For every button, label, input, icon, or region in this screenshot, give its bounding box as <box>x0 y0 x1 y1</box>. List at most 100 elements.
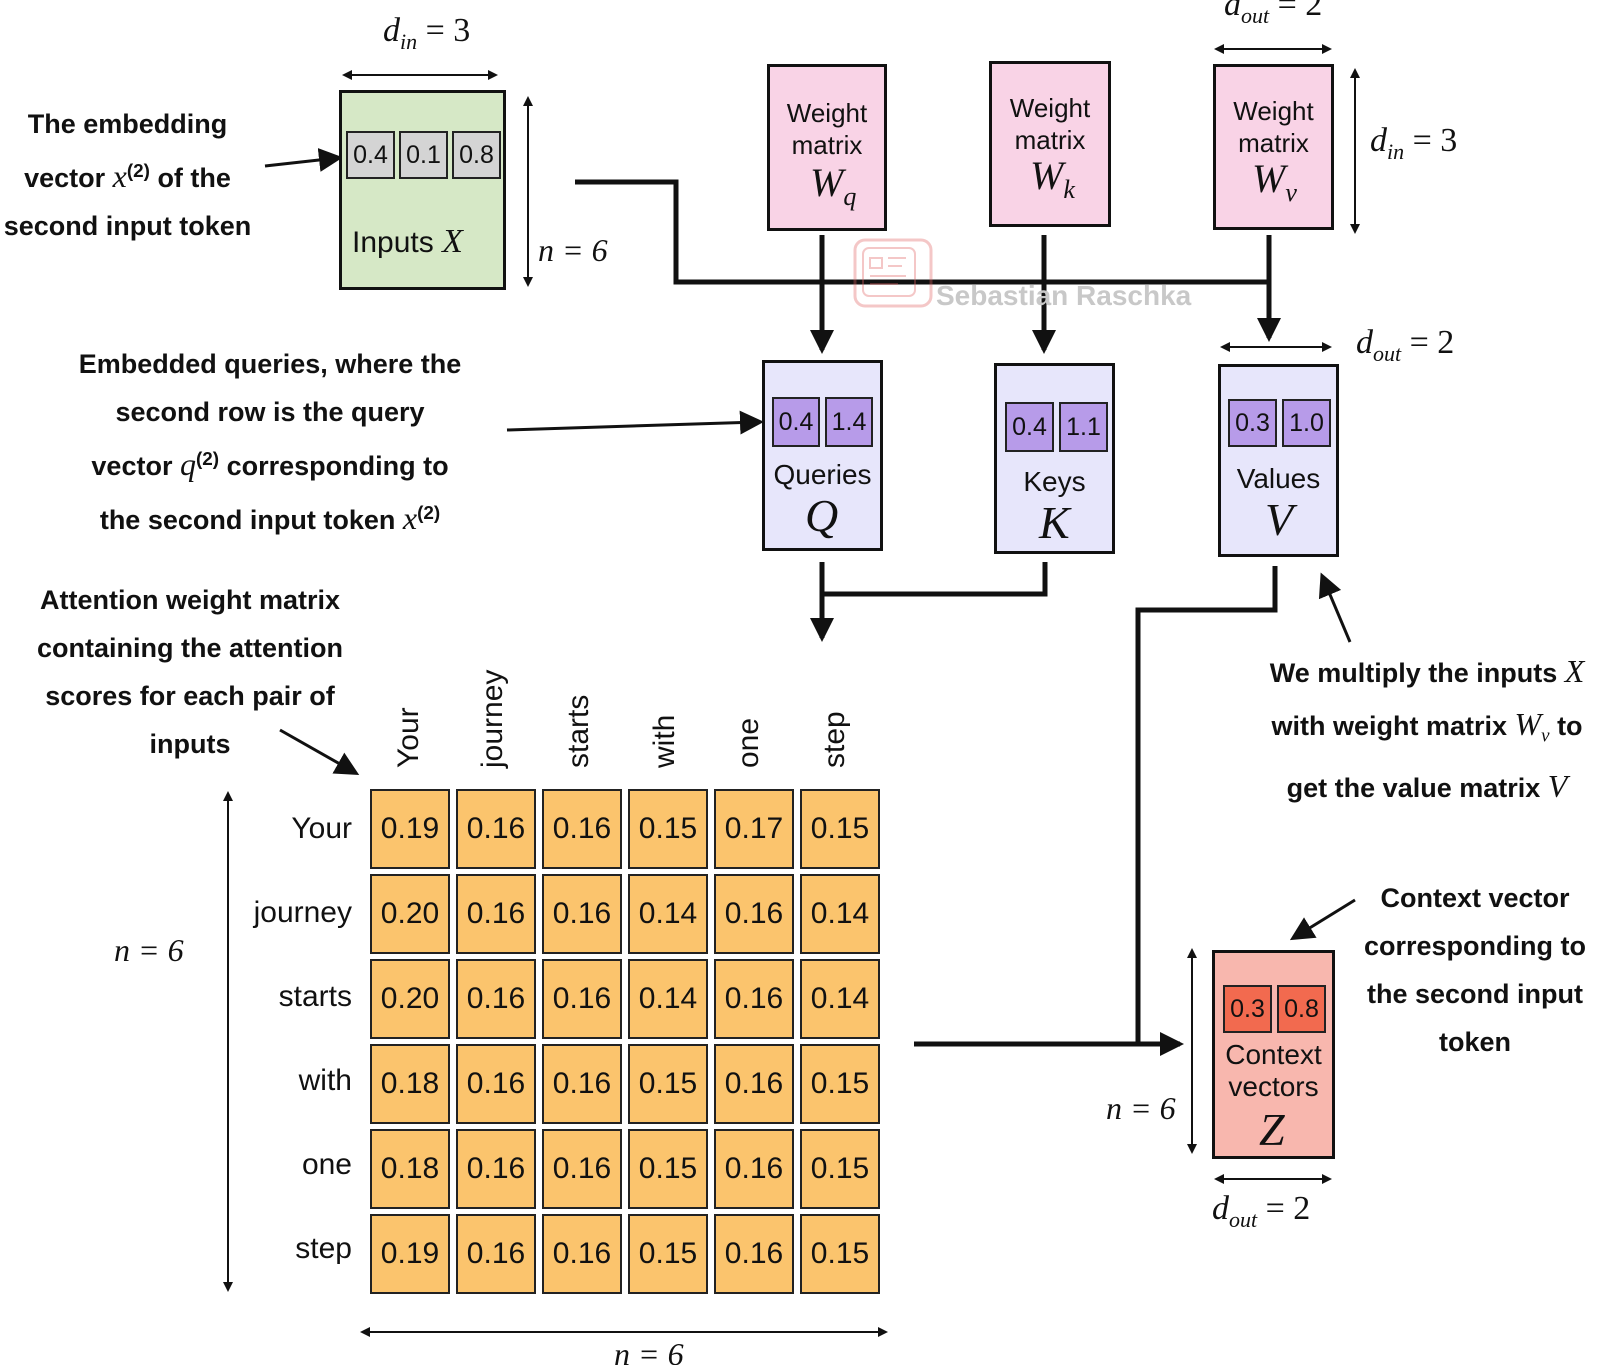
weight-label-line: Weight <box>1009 93 1091 123</box>
annotation-line: corresponding to <box>1364 931 1586 961</box>
weight-sub: k <box>1063 175 1075 204</box>
weight-label-line: Weight <box>786 98 868 128</box>
attention-annotation: Attention weight matrix containing the a… <box>20 576 360 768</box>
dim-subscript: out <box>1229 1206 1258 1232</box>
annotation-var: x <box>112 158 127 194</box>
dim-subscript: in <box>400 28 418 54</box>
annotation-var: q <box>179 446 196 482</box>
context-value-cell: 0.3 <box>1223 985 1272 1033</box>
queries-label: Queries <box>773 459 872 490</box>
attention-col-label: step <box>818 711 851 768</box>
attention-n-bottom-label: n = 6 <box>614 1336 684 1365</box>
annotation-line: We multiply the inputs X <box>1255 646 1599 699</box>
annotation-line: inputs <box>149 729 231 759</box>
annotation-text: get the value matrix <box>1286 773 1541 804</box>
inputs-matrix-box: 0.4 0.1 0.8 Inputs X <box>339 90 506 290</box>
annotation-var: V <box>1547 768 1568 805</box>
values-var: V <box>1265 494 1294 545</box>
annotation-text: with weight matrix <box>1271 711 1507 741</box>
attention-weight-cell: 0.14 <box>628 959 708 1039</box>
dim-symbol: d <box>1356 324 1373 361</box>
attention-weight-cell: 0.16 <box>714 1129 794 1209</box>
queries-matrix-box: 0.4 1.4 Queries Q <box>762 360 883 551</box>
annotation-line: Embedded queries, where the <box>78 349 462 379</box>
annotation-var: x <box>402 500 418 536</box>
attention-weight-cell: 0.17 <box>714 789 794 869</box>
dim-value: = 3 <box>425 12 471 49</box>
inputs-label-text: Inputs <box>352 226 434 259</box>
dim-value: = 3 <box>1412 122 1458 159</box>
attention-row-label: Your <box>291 812 352 845</box>
annotation-line: scores for each pair of <box>45 681 335 711</box>
keys-var: K <box>1039 497 1070 548</box>
dim-symbol: d <box>1224 0 1241 23</box>
attention-weight-cell: 0.16 <box>456 1129 536 1209</box>
annotation-sup: (2) <box>195 449 220 470</box>
annotation-line: Context vector <box>1380 883 1570 913</box>
attention-weight-cell: 0.16 <box>714 1214 794 1294</box>
values-dim-label: dout = 2 <box>1356 324 1454 367</box>
attention-weight-cell: 0.16 <box>714 874 794 954</box>
weight-symbol: Wk <box>1030 152 1075 205</box>
context-value-cell: 0.8 <box>1277 985 1326 1033</box>
weight-label-line: matrix <box>1014 125 1086 155</box>
context-pointer-arrow <box>1289 898 1356 941</box>
annotation-line: second input token <box>3 211 252 241</box>
attention-row-label: step <box>295 1232 352 1265</box>
input-value-cell: 0.4 <box>346 131 395 179</box>
dim-subscript: out <box>1241 2 1270 28</box>
attention-weight-cell: 0.16 <box>714 959 794 1039</box>
weight-symbol: Wv <box>1252 155 1297 208</box>
dim-symbol: d <box>1370 122 1387 159</box>
watermark-text: Sebastian Raschka <box>936 280 1192 311</box>
keys-matrix-box: 0.4 1.1 Keys K <box>994 363 1115 554</box>
input-value-cell: 0.8 <box>452 131 501 179</box>
annotation-line: containing the attention <box>37 633 343 663</box>
annotation-text: corresponding to <box>226 451 449 481</box>
dim-value: = 2 <box>1277 0 1323 23</box>
attention-weight-cell: 0.20 <box>370 959 450 1039</box>
values-label: Values <box>1236 463 1321 494</box>
attention-weight-cell: 0.18 <box>370 1129 450 1209</box>
inputs-width-label: din = 3 <box>383 12 470 55</box>
weight-var: W <box>1252 156 1286 201</box>
attention-weight-cell: 0.16 <box>542 874 622 954</box>
context-annotation: Context vector corresponding to the seco… <box>1360 874 1590 1066</box>
annotation-line: second row is the query <box>115 397 425 427</box>
attention-col-label: one <box>732 717 765 768</box>
inputs-height-label: n = 6 <box>538 232 608 268</box>
context-dim-label: dout = 2 <box>1212 1190 1310 1233</box>
annotation-text: We multiply the inputs <box>1269 658 1558 688</box>
annotation-line: the second input token x(2) <box>60 490 480 544</box>
attention-weight-cell: 0.19 <box>370 1214 450 1294</box>
input-bus-line <box>575 179 1270 285</box>
query-value-cell: 0.4 <box>772 397 820 447</box>
values-matrix-box: 0.3 1.0 Values V <box>1218 364 1339 557</box>
attention-weight-cell: 0.16 <box>714 1044 794 1124</box>
attention-weight-cell: 0.16 <box>542 789 622 869</box>
attention-weight-cell: 0.16 <box>542 1044 622 1124</box>
context-var: Z <box>1259 1104 1285 1155</box>
annotation-text: vector <box>24 163 106 193</box>
weight-label-line: matrix <box>1238 128 1309 158</box>
weight-side-dim-label: din = 3 <box>1370 122 1457 165</box>
attention-row-label: with <box>298 1064 352 1097</box>
annotation-line: with weight matrix Wv to <box>1255 699 1599 761</box>
inputs-var: X <box>442 223 463 260</box>
attention-col-label: starts <box>562 694 595 768</box>
embedding-pointer-arrow <box>264 148 343 172</box>
attention-weight-cell: 0.15 <box>800 1129 880 1209</box>
attention-weight-cell: 0.16 <box>456 959 536 1039</box>
weight-label-line: Weight <box>1233 96 1314 126</box>
weight-var: W <box>810 160 844 205</box>
attention-weight-cell: 0.18 <box>370 1044 450 1124</box>
dim-subscript: out <box>1373 340 1402 366</box>
attention-weight-cell: 0.15 <box>628 1044 708 1124</box>
attention-weight-cell: 0.16 <box>456 1214 536 1294</box>
